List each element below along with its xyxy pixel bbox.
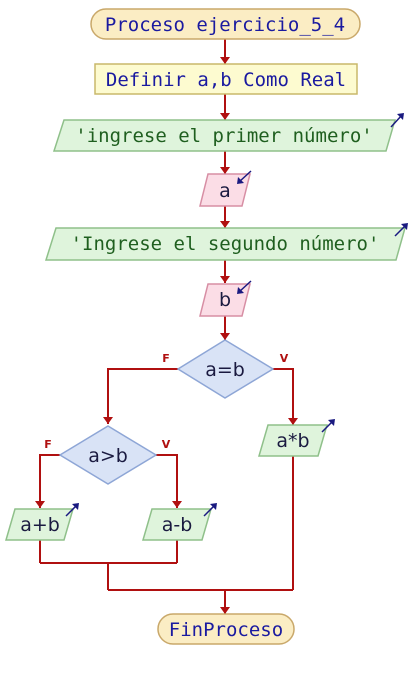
end-terminal: FinProceso <box>157 613 295 645</box>
input-arrow-icon <box>237 280 252 294</box>
output-arrow-icon <box>390 113 404 128</box>
input1-label: a <box>219 180 231 202</box>
start-label: Proceso ejercicio_5_4 <box>105 14 345 36</box>
output1-label: 'ingrese el primer número' <box>75 125 372 147</box>
output-arrow-icon <box>394 223 408 237</box>
flow-decision1-false <box>107 368 178 424</box>
define-label: Definir a,b Como Real <box>106 69 346 91</box>
end-label: FinProceso <box>169 619 283 641</box>
decision1-true-label: V <box>280 352 289 365</box>
decision-a-greater-b: a>b F V <box>44 425 171 485</box>
output-product-label: a*b <box>276 430 309 452</box>
input-b: b <box>199 280 252 317</box>
input2-label: b <box>219 289 231 311</box>
input-arrow-icon <box>237 170 252 184</box>
decision1-false-label: F <box>162 352 170 365</box>
start-terminal: Proceso ejercicio_5_4 <box>90 8 361 40</box>
flow-lines <box>35 39 298 614</box>
output-sum: a+b <box>5 503 79 541</box>
decision1-label: a=b <box>205 359 245 381</box>
define-process: Definir a,b Como Real <box>94 63 358 95</box>
decision2-label: a>b <box>88 445 128 467</box>
decision2-false-label: F <box>44 438 52 451</box>
decision-a-equals-b: a=b F V <box>162 339 289 399</box>
output-arrow-icon <box>321 419 335 433</box>
output-second-number: 'Ingrese el segundo número' <box>44 223 408 261</box>
flow-decision2-true <box>156 454 178 508</box>
output-first-number: 'ingrese el primer número' <box>52 113 404 152</box>
output-product: a*b <box>258 419 335 457</box>
decision2-true-label: V <box>162 438 171 451</box>
flow-decision1-true <box>273 368 294 425</box>
flow-decision2-false <box>39 454 60 508</box>
output-sum-label: a+b <box>20 514 60 536</box>
input-a: a <box>199 170 252 207</box>
output-difference-label: a-b <box>162 514 193 536</box>
output-arrow-icon <box>203 503 217 517</box>
output-arrow-icon <box>65 503 79 517</box>
output-difference: a-b <box>142 503 217 541</box>
output2-label: 'Ingrese el segundo número' <box>71 233 380 255</box>
